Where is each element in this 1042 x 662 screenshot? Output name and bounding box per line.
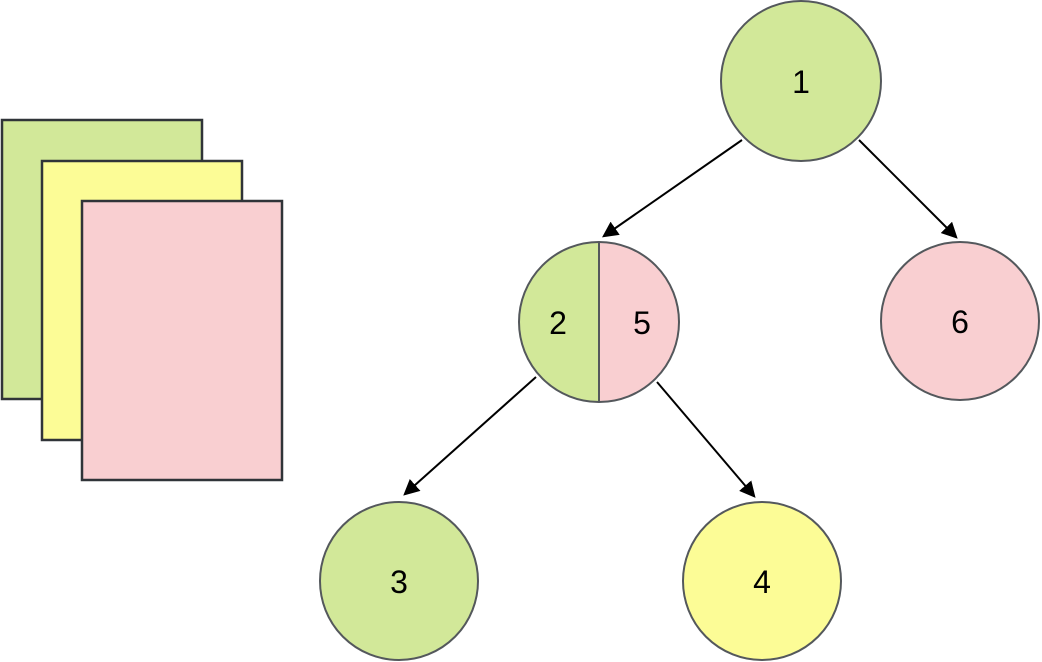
tree-node-1: 1 (720, 0, 882, 162)
node-6-circle (880, 241, 1040, 401)
node-6-label: 6 (951, 304, 969, 340)
node-2-5-right-half (599, 242, 679, 402)
tree-node-3: 3 (319, 501, 479, 661)
edge-2-5-to-3 (403, 376, 537, 496)
node-1-circle (720, 0, 882, 162)
node-3-circle (319, 501, 479, 661)
page-stack-pink-page (80, 199, 284, 482)
node-3-label: 3 (390, 564, 408, 600)
page-stack (0, 118, 284, 482)
node-4-circle (682, 501, 842, 661)
tree-node-6: 6 (880, 241, 1040, 401)
tree-edges (403, 139, 958, 498)
node-2-label: 2 (549, 305, 567, 341)
node-2-5-outline (518, 241, 680, 403)
edge-1-to-2-5 (602, 139, 743, 238)
tree-node-2-5: 2 5 (518, 241, 680, 403)
edge-2-5-to-4 (656, 381, 756, 498)
node-2-5-left-half (519, 242, 599, 402)
node-1-label: 1 (792, 64, 810, 100)
tree-node-4: 4 (682, 501, 842, 661)
node-5-label: 5 (633, 305, 651, 341)
edge-1-to-6 (858, 139, 958, 239)
node-4-label: 4 (753, 564, 771, 600)
